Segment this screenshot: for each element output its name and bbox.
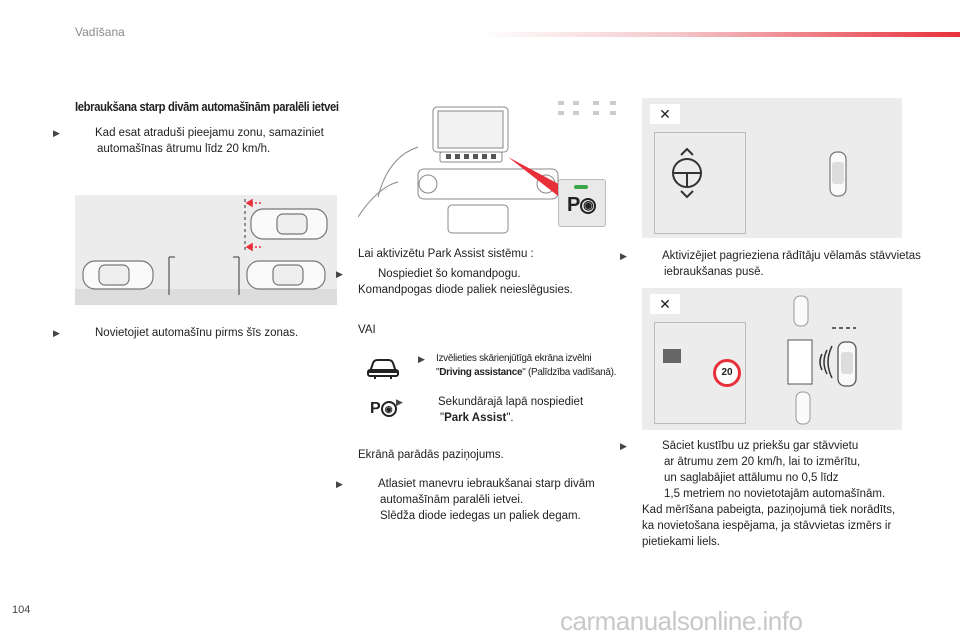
measurement-illustration xyxy=(787,295,857,425)
step-slow-down: ▶Kad esat atraduši pieejamu zonu, samazi… xyxy=(53,127,324,155)
parked-car-left xyxy=(82,260,154,290)
step-drive-measure: ▶Sāciet kustību uz priekšu gar stāvvietu… xyxy=(620,440,886,500)
close-icon[interactable]: ✕ xyxy=(650,104,680,124)
park-assist-icon: P◉ xyxy=(567,194,597,217)
section-heading: Iebraukšana starp divām automašīnām para… xyxy=(75,100,339,114)
park-assist-small-icon: P◉ xyxy=(370,400,397,418)
screen-icon xyxy=(663,349,681,363)
led-indicator xyxy=(574,185,588,189)
bullet-icon: ▶ xyxy=(620,441,627,451)
bullet-icon: ▶ xyxy=(336,479,343,489)
header-accent-bar xyxy=(480,32,960,37)
parked-car-right xyxy=(246,260,326,290)
step-press-button: ▶Nospiediet šo komandpogu. xyxy=(336,268,521,280)
step-secondary-page: ▶Sekundārajā lapā nospiediet "Park Assis… xyxy=(396,396,584,424)
center-console-drawing xyxy=(357,101,616,234)
section-title: Vadīšana xyxy=(75,25,125,39)
or-label: VAI xyxy=(358,324,376,336)
step-activate-indicator: ▶Aktivizējiet pagrieziena rādītāju vēlam… xyxy=(620,250,921,278)
bullet-icon: ▶ xyxy=(620,251,627,261)
diode-note: Komandpogas diode paliek neieslēgusies. xyxy=(358,284,573,296)
steering-view xyxy=(654,132,746,234)
parking-diagram xyxy=(75,195,337,305)
intro-text: Lai aktivizētu Park Assist sistēmu : xyxy=(358,248,534,260)
bullet-icon: ▶ xyxy=(396,397,403,407)
car-top-view-icon xyxy=(828,150,848,198)
measure-result-text: Kad mērīšana pabeigta, paziņojumā tiek n… xyxy=(642,504,896,548)
step-position-car: ▶Novietojiet automašīnu pirms šīs zonas. xyxy=(53,327,299,339)
parallel-parking-illustration xyxy=(75,198,337,305)
moving-car xyxy=(250,208,328,240)
free-space-bracket xyxy=(168,256,240,295)
dashboard-illustration: P◉ xyxy=(357,97,620,237)
bullet-icon: ▶ xyxy=(53,128,60,138)
speed-limit-sign: 20 xyxy=(713,359,741,387)
close-icon[interactable]: ✕ xyxy=(650,294,680,314)
step-select-maneuver: ▶Atlasiet manevru iebraukšanai starp div… xyxy=(336,478,595,522)
sensor-arrow-top xyxy=(245,198,261,208)
driving-assistance-icon xyxy=(366,356,400,380)
park-assist-button-callout: P◉ xyxy=(558,179,606,227)
watermark: carmanualsonline.info xyxy=(560,606,803,636)
screen-message-note: Ekrānā parādās paziņojums. xyxy=(358,449,504,461)
bullet-icon: ▶ xyxy=(53,328,60,338)
step-select-menu: ▶Izvēlieties skārienjūtīgā ekrāna izvēln… xyxy=(418,353,617,378)
screen-indicator-panel: ✕ xyxy=(642,98,902,238)
callout-pointer xyxy=(508,157,568,199)
bullet-icon: ▶ xyxy=(336,269,343,279)
bullet-icon: ▶ xyxy=(418,354,425,364)
page-number: 104 xyxy=(12,604,31,616)
speed-view: 20 xyxy=(654,322,746,424)
screen-measure-panel: ✕ 20 xyxy=(642,288,902,430)
sensor-arrow-bottom xyxy=(245,242,261,252)
